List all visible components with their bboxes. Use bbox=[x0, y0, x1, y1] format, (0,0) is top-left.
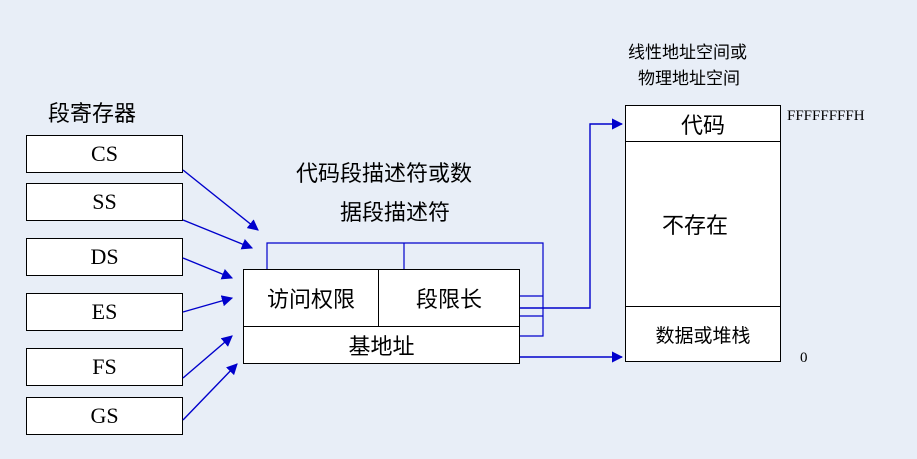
register-ds: DS bbox=[26, 238, 183, 276]
address-space-title-line2: 物理地址空间 bbox=[638, 69, 740, 89]
register-gs: GS bbox=[26, 397, 183, 435]
register-es: ES bbox=[26, 293, 183, 331]
arrow-limit-to-code bbox=[520, 118, 624, 309]
register-ss: SS bbox=[26, 183, 183, 221]
top-address-label: FFFFFFFFH bbox=[787, 108, 865, 124]
segment-data-or-stack: 数据或堆栈 bbox=[625, 306, 781, 362]
descriptor-title-line2: 据段描述符 bbox=[340, 201, 451, 226]
arrow-ds bbox=[182, 257, 234, 280]
register-cs: CS bbox=[26, 135, 183, 173]
arrow-cs bbox=[182, 169, 259, 231]
arrow-es bbox=[182, 295, 234, 313]
descriptor-access-rights: 访问权限 bbox=[243, 269, 379, 327]
descriptor-base-address: 基地址 bbox=[243, 326, 520, 364]
descriptor-bracket bbox=[266, 242, 544, 337]
arrow-fs bbox=[182, 335, 233, 379]
address-space-title-line1: 线性地址空间或 bbox=[628, 43, 747, 63]
bottom-address-label: 0 bbox=[800, 350, 808, 366]
arrow-ss bbox=[182, 219, 254, 250]
segment-not-present: 不存在 bbox=[662, 214, 729, 239]
segment-code: 代码 bbox=[625, 105, 781, 142]
register-fs: FS bbox=[26, 348, 183, 386]
arrow-gs bbox=[182, 363, 238, 421]
descriptor-title-line1: 代码段描述符或数 bbox=[296, 162, 473, 187]
registers-title: 段寄存器 bbox=[48, 102, 137, 127]
